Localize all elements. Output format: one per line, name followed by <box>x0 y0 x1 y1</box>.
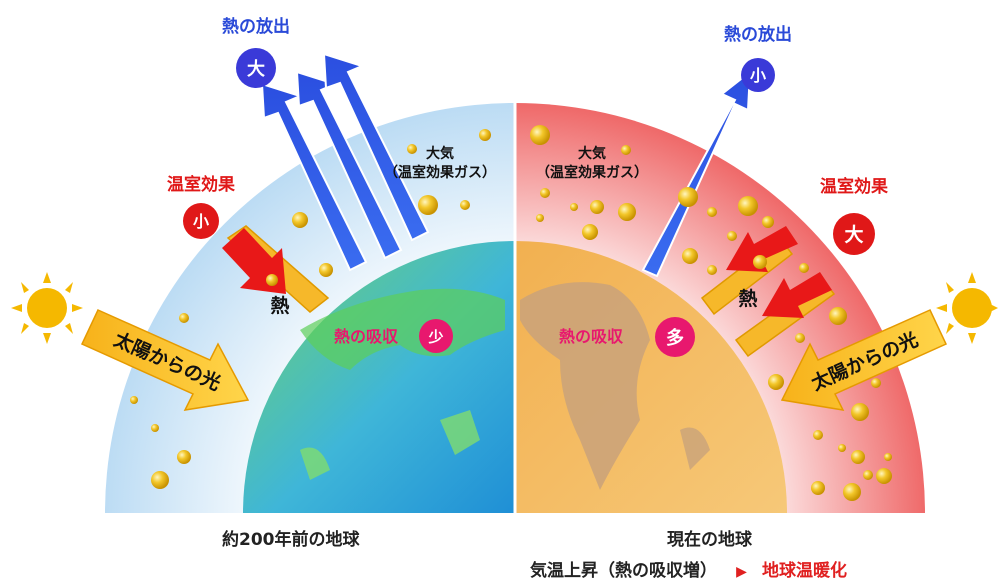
left-atmosphere-line2: （温室効果ガス） <box>384 164 496 181</box>
right-gas-particles <box>530 125 892 501</box>
conclusion-arrow-icon: ▶ <box>736 564 747 580</box>
right-atmosphere-line2: （温室効果ガス） <box>536 164 648 181</box>
left-greenhouse-label: 温室効果 <box>167 174 235 195</box>
left-sunlight-arrow <box>80 309 250 411</box>
up-arrow-2 <box>295 70 403 260</box>
right-greenhouse-label: 温室効果 <box>820 176 888 197</box>
left-gas-particles <box>130 129 491 489</box>
right-earth-land-2 <box>680 427 710 470</box>
up-arrow-1 <box>260 82 368 272</box>
right-sun-icon <box>936 272 998 344</box>
right-absorb-level: 多 <box>666 327 684 349</box>
left-heat-word: 熱 <box>270 294 289 317</box>
right-atmosphere-line1: 大気 <box>578 145 606 162</box>
right-heat-word: 熱 <box>738 287 757 310</box>
conclusion-cause: 気温上昇（熱の吸収増） <box>530 561 717 581</box>
left-caption: 約200年前の地球 <box>222 530 360 550</box>
left-greenhouse-level-circle <box>183 203 219 239</box>
right-absorb-level-circle <box>655 317 695 357</box>
left-release-level-circle <box>236 48 276 88</box>
right-greenhouse-level: 大 <box>844 223 863 246</box>
right-heat-release-level: 小 <box>750 66 766 85</box>
right-red-arrow-1 <box>726 226 798 272</box>
right-release-level-circle <box>741 58 775 92</box>
left-absorb-level: 少 <box>427 328 443 346</box>
right-greenhouse-level-circle <box>833 213 875 255</box>
left-atmosphere-line1: 大気 <box>426 145 454 162</box>
right-red-arrow-2 <box>762 272 832 318</box>
conclusion-line: 気温上昇（熱の吸収増） ▶ 地球温暖化 <box>530 556 847 581</box>
left-earth-islands <box>300 410 480 480</box>
right-sunlight-arrow <box>780 309 948 411</box>
right-earth-land <box>520 282 650 490</box>
conclusion-result: 地球温暖化 <box>761 561 847 581</box>
left-sun-icon <box>11 272 83 344</box>
left-heat-release-label: 熱の放出 <box>222 16 290 37</box>
left-absorb-level-circle <box>419 319 453 353</box>
right-heat-release-label: 熱の放出 <box>724 24 792 45</box>
right-absorb-label: 熱の吸収 <box>559 327 624 346</box>
right-caption: 現在の地球 <box>667 530 752 550</box>
left-earth-land <box>300 288 505 370</box>
left-heat-release-arrows <box>260 52 430 272</box>
left-greenhouse-level: 小 <box>193 212 209 231</box>
right-up-arrow <box>641 69 752 278</box>
left-heat-release-level: 大 <box>247 58 265 80</box>
left-absorb-label: 熱の吸収 <box>334 327 399 346</box>
up-arrow-3 <box>322 52 430 242</box>
